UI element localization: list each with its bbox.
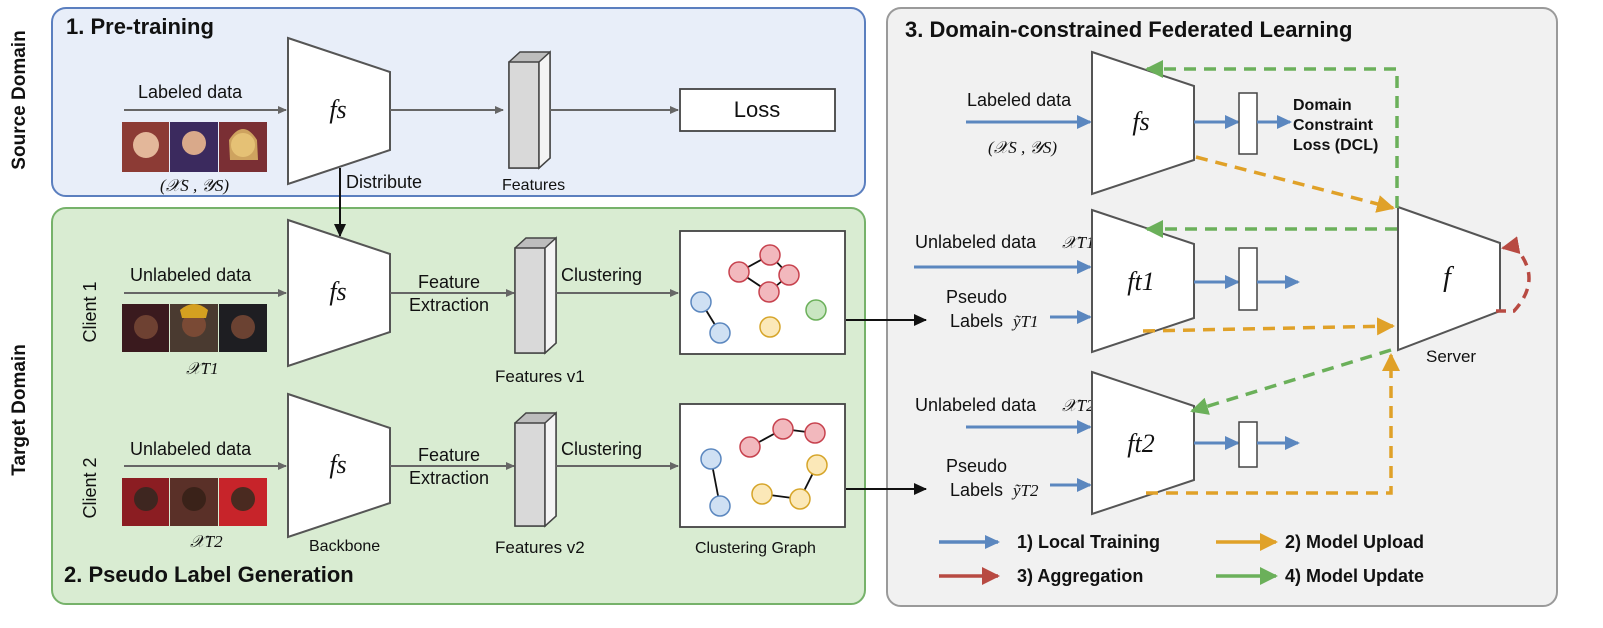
client1-extract-line2: Extraction <box>409 295 489 315</box>
dcl-line3: Loss (DCL) <box>1293 137 1378 154</box>
pretrain-model-label: fs <box>329 95 346 124</box>
fed-client1-pseudo-line1: Pseudo <box>946 287 1007 307</box>
legend-model-update-label: 4) Model Update <box>1285 566 1424 586</box>
pretrain-input-label: Labeled data <box>138 82 243 102</box>
client1-input-label: Unlabeled data <box>130 265 252 285</box>
loss-box <box>679 88 836 132</box>
client2-input-label: Unlabeled data <box>130 439 252 459</box>
upload-client1-arrow <box>1142 317 1395 336</box>
fed-client1-model-label: ft1 <box>1127 267 1154 296</box>
pretrain-input-math: (𝒳S , 𝒴S) <box>160 176 229 195</box>
fed-client2-pseudo-line1: Pseudo <box>946 456 1007 476</box>
client2-clustering-label: Clustering <box>561 439 642 459</box>
client1-extract-line1: Feature <box>418 272 480 292</box>
legend-aggregation-label: 3) Aggregation <box>1017 566 1143 586</box>
fed-client2-model <box>1091 370 1195 516</box>
client1-cluster-nodes <box>690 244 827 344</box>
client1-features-label: Features v1 <box>495 367 585 386</box>
legend-local-training-label: 1) Local Training <box>1017 532 1160 552</box>
fed-client2-model-label: ft2 <box>1127 429 1154 458</box>
pretrain-features-label: Features <box>502 177 565 194</box>
client1-model-label: fs <box>329 277 346 306</box>
update-client2-arrow <box>1190 348 1392 415</box>
fed-client2-pseudo-math: ỹT2 <box>1011 481 1039 500</box>
update-source-arrow <box>1145 60 1399 208</box>
target-domain-label: Target Domain <box>9 344 30 476</box>
client1-input-math: 𝒳T1 <box>186 359 219 378</box>
pseudo-label-title: 2. Pseudo Label Generation <box>64 562 354 587</box>
pretrain-face-images <box>122 122 267 172</box>
client2-face-images <box>122 478 267 526</box>
fed-client1-input-math: 𝒳T1 <box>1062 233 1095 252</box>
client2-input-math: 𝒳T2 <box>190 532 223 551</box>
client1-label: Client 1 <box>80 281 100 342</box>
loss-label: Loss <box>734 97 780 122</box>
backbone-label: Backbone <box>309 538 380 555</box>
federated-title: 3. Domain-constrained Federated Learning <box>905 17 1352 42</box>
pretrain-feature-block <box>508 50 551 170</box>
source-domain-label: Source Domain <box>9 30 30 169</box>
pretrain-model-fs <box>287 36 391 186</box>
fed-client2-input-math: 𝒳T2 <box>1062 396 1095 415</box>
client2-model-fs <box>287 392 391 539</box>
client1-feature-block <box>514 236 557 355</box>
client2-cluster-nodes <box>700 418 828 517</box>
client2-label: Client 2 <box>80 457 100 518</box>
pretraining-title: 1. Pre-training <box>66 14 214 39</box>
clustering-graph-label: Clustering Graph <box>695 540 816 557</box>
legend: 1) Local Training 2) Model Upload 3) Agg… <box>939 532 1424 586</box>
fed-client2-feature <box>1238 421 1258 468</box>
client2-extract-line2: Extraction <box>409 468 489 488</box>
client2-feature-block <box>514 411 557 528</box>
client1-face-images <box>122 304 267 352</box>
fed-source-feature <box>1238 92 1258 155</box>
fed-client2-pseudo-line2: Labels <box>950 480 1003 500</box>
client1-clustering-label: Clustering <box>561 265 642 285</box>
dcl-line1: Domain <box>1293 97 1352 114</box>
distribute-label: Distribute <box>346 172 422 192</box>
fed-client1-pseudo-line2: Labels <box>950 311 1003 331</box>
fed-client1-pseudo-math: ỹT1 <box>1011 312 1039 331</box>
client1-model-fs <box>287 218 391 368</box>
dcl-line2: Constraint <box>1293 117 1374 134</box>
fed-source-input-math: (𝒳S , 𝒴S) <box>988 138 1057 157</box>
upload-client2-arrow <box>1146 353 1400 495</box>
upload-source-arrow <box>1195 155 1395 213</box>
client2-features-label: Features v2 <box>495 538 585 557</box>
server-label: Server <box>1426 347 1476 366</box>
client2-model-label: fs <box>329 450 346 479</box>
client2-extract-line1: Feature <box>418 445 480 465</box>
fed-client1-input-label: Unlabeled data <box>915 232 1037 252</box>
fed-source-input-label: Labeled data <box>967 90 1072 110</box>
fed-client1-feature <box>1238 247 1258 311</box>
server-model-label: f <box>1443 262 1454 293</box>
aggregation-loop-arrow <box>1496 236 1531 313</box>
fed-source-model-label: fs <box>1132 107 1149 136</box>
legend-model-upload-label: 2) Model Upload <box>1285 532 1424 552</box>
fed-client2-input-label: Unlabeled data <box>915 395 1037 415</box>
